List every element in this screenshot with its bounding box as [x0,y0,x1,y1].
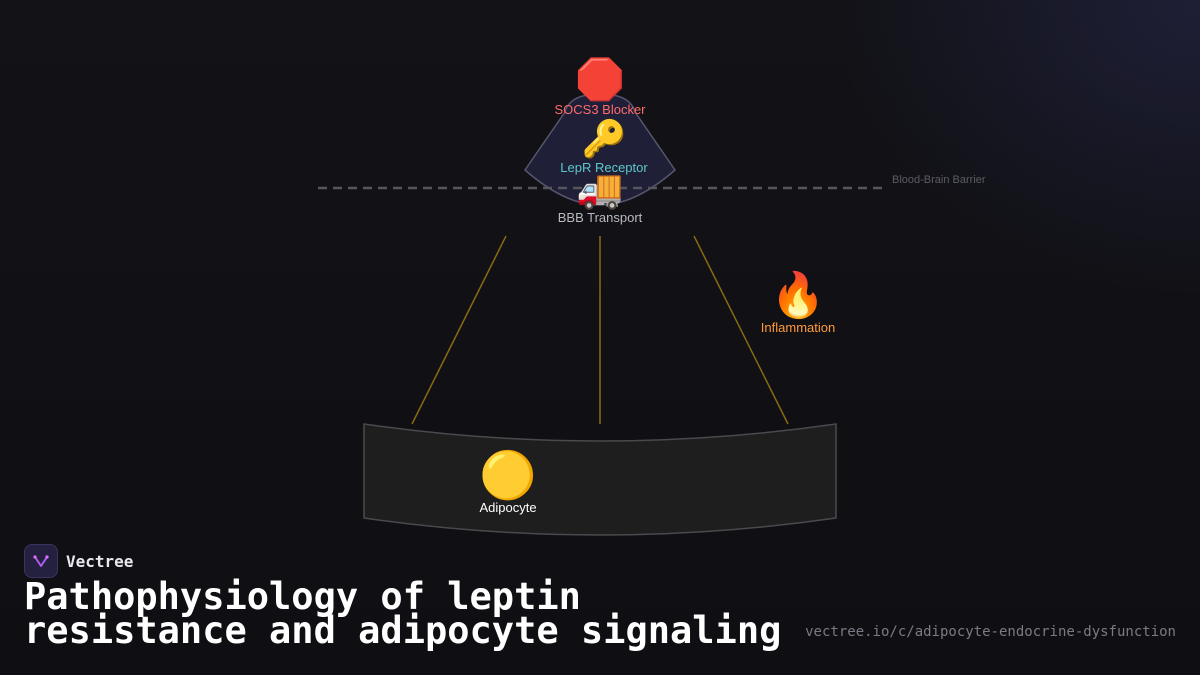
adipose-tissue-shape [363,423,837,536]
brand-name: Vectree [66,551,134,571]
blood-brain-barrier-label: Blood-Brain Barrier [892,174,986,186]
lepr-receptor-node[interactable]: 🔑 LepR Receptor [560,119,648,176]
yellow-circle-icon: 🟡 [479,448,537,502]
source-url[interactable]: vectree.io/c/adipocyte-endocrine-dysfunc… [805,624,1176,640]
socs3-blocker-node[interactable]: 🛑 SOCS3 Blocker [554,60,645,117]
connector-left [411,235,507,425]
bbb-transport-label: BBB Transport [557,210,643,225]
inflammation-node[interactable]: 🔥 Inflammation [760,270,836,336]
adipocyte-node[interactable]: 🟡 Adipocyte [479,452,536,515]
bbb-transport-node[interactable]: 🚚 BBB Transport [558,170,643,225]
fire-icon: 🔥 [770,270,826,321]
stop-sign-icon: 🛑 [575,57,625,103]
connector-right [693,235,789,425]
vectree-logo-icon [24,544,58,578]
truck-icon: 🚚 [576,167,624,211]
adipocyte-label: Adipocyte [479,500,537,515]
socs3-blocker-label: SOCS3 Blocker [554,102,646,117]
page-title: Pathophysiology of leptin resistance and… [24,575,782,652]
key-icon: 🔑 [581,119,627,160]
brand[interactable]: Vectree [24,544,133,578]
lepr-receptor-label: LepR Receptor [560,160,648,175]
hypothalamus-shape [524,93,676,206]
inflammation-label: Inflammation [760,320,836,335]
